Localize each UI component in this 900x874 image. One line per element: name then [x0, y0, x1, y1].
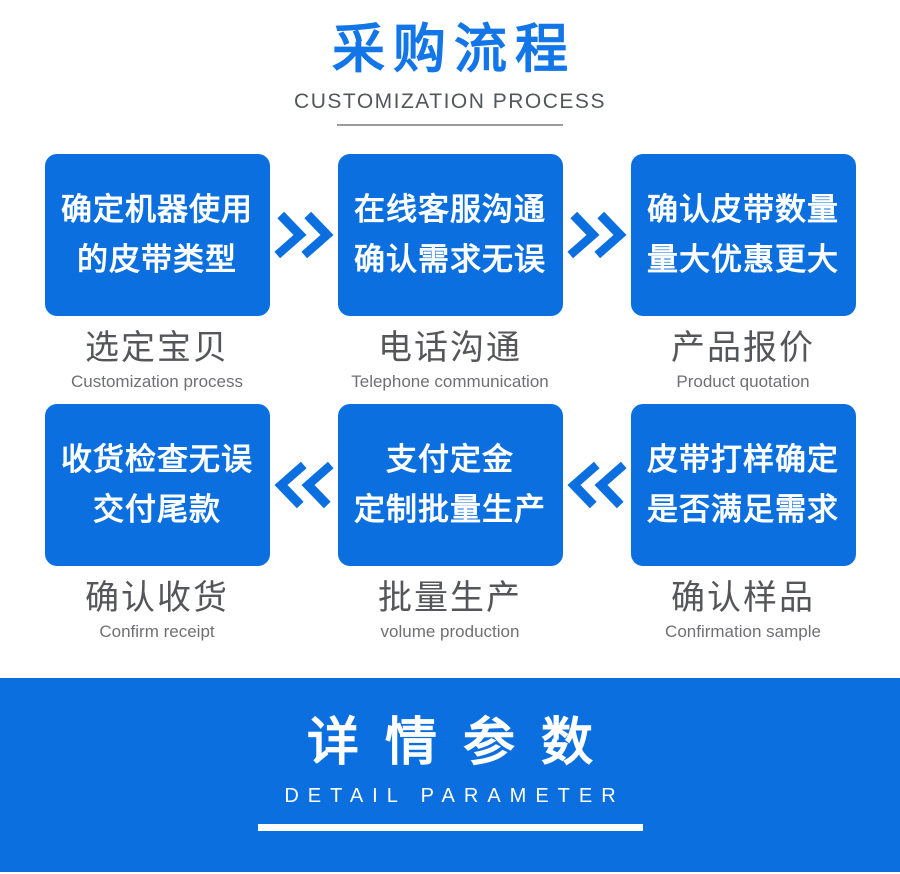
step-box: 支付定金 定制批量生产 — [337, 404, 563, 566]
step-box-text: 交付尾款 — [93, 492, 221, 527]
process-step-2: 在线客服沟通 确认需求无误 电话沟通 Telephone communicati… — [337, 154, 563, 392]
page-title: 采购流程 — [332, 20, 576, 79]
step-box-text: 皮带打样确定 — [647, 442, 839, 477]
step-box-text: 量大优惠更大 — [647, 242, 839, 277]
step-box-text: 确认需求无误 — [354, 242, 546, 277]
step-label-cn: 确认收货 — [85, 579, 229, 617]
process-row-2: 收货检查无误 交付尾款 确认收货 Confirm receipt 支付定金 定制… — [0, 404, 900, 642]
double-chevron-right-icon — [273, 211, 334, 259]
step-box: 收货检查无误 交付尾款 — [44, 404, 270, 566]
step-label-cn: 选定宝贝 — [85, 329, 229, 367]
step-box: 在线客服沟通 确认需求无误 — [337, 154, 563, 316]
process-step-1: 确定机器使用 的皮带类型 选定宝贝 Customization process — [44, 154, 270, 392]
step-label-en: Confirm receipt — [99, 622, 215, 641]
step-box-text: 定制批量生产 — [354, 492, 546, 527]
double-chevron-right-icon — [566, 211, 627, 259]
double-chevron-left-icon — [273, 461, 334, 509]
double-chevron-left-icon — [566, 461, 627, 509]
step-box-text: 确定机器使用 — [61, 192, 253, 227]
step-box-text: 收货检查无误 — [61, 442, 253, 477]
step-box-text: 是否满足需求 — [647, 492, 839, 527]
banner-title: 详情参数 — [306, 714, 619, 772]
step-box-text: 支付定金 — [386, 442, 514, 477]
arrow-cell — [563, 404, 631, 566]
step-label-en: Telephone communication — [351, 372, 549, 391]
step-box-text: 在线客服沟通 — [354, 192, 546, 227]
title-underline — [337, 124, 563, 126]
step-label-cn: 电话沟通 — [378, 329, 522, 367]
step-box: 皮带打样确定 是否满足需求 — [630, 404, 856, 566]
step-box: 确认皮带数量 量大优惠更大 — [630, 154, 856, 316]
section-header: 采购流程 CUSTOMIZATION PROCESS — [0, 0, 900, 126]
process-step-5: 支付定金 定制批量生产 批量生产 volume production — [337, 404, 563, 642]
arrow-cell — [563, 154, 631, 316]
process-step-4: 皮带打样确定 是否满足需求 确认样品 Confirmation sample — [630, 404, 856, 642]
banner-underline — [257, 824, 643, 831]
step-label-cn: 产品报价 — [671, 329, 815, 367]
step-label-en: volume production — [380, 622, 520, 641]
detail-parameter-banner: 详情参数 DETAIL PARAMETER — [0, 678, 900, 872]
step-box: 确定机器使用 的皮带类型 — [44, 154, 270, 316]
step-label-en: Confirmation sample — [665, 622, 821, 641]
process-row-1: 确定机器使用 的皮带类型 选定宝贝 Customization process … — [0, 154, 900, 392]
step-label-en: Customization process — [71, 372, 243, 391]
step-label-cn: 确认样品 — [671, 579, 815, 617]
banner-subtitle: DETAIL PARAMETER — [284, 785, 625, 807]
process-step-6: 收货检查无误 交付尾款 确认收货 Confirm receipt — [44, 404, 270, 642]
step-box-text: 的皮带类型 — [77, 242, 237, 277]
step-label-cn: 批量生产 — [378, 579, 522, 617]
arrow-cell — [270, 154, 338, 316]
process-step-3: 确认皮带数量 量大优惠更大 产品报价 Product quotation — [630, 154, 856, 392]
step-label-en: Product quotation — [676, 372, 810, 391]
arrow-cell — [270, 404, 338, 566]
step-box-text: 确认皮带数量 — [647, 192, 839, 227]
page-subtitle: CUSTOMIZATION PROCESS — [294, 90, 606, 113]
